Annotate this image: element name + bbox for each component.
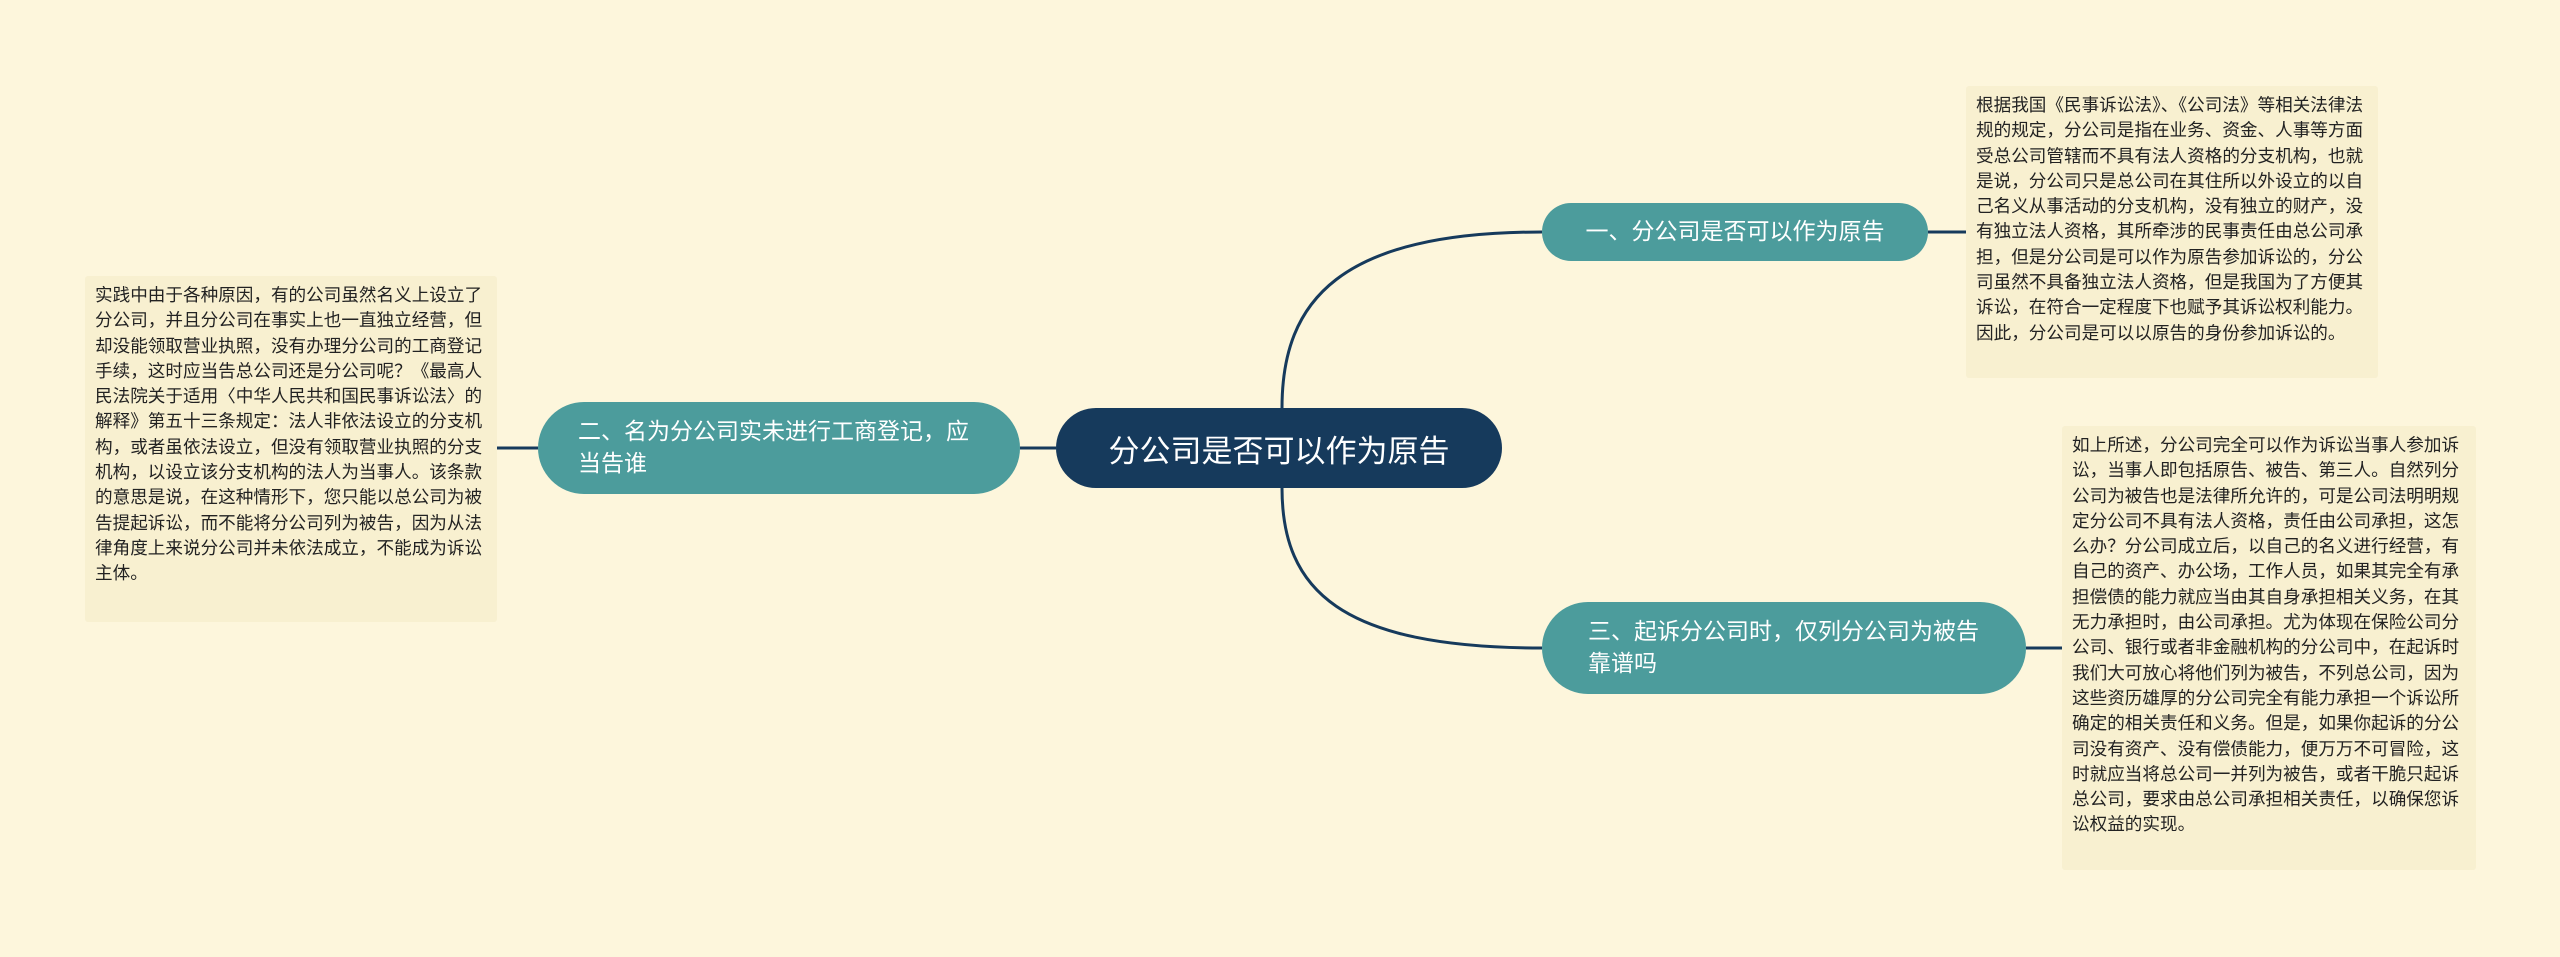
branch-topic-1-label: 一、分公司是否可以作为原告	[1585, 219, 1885, 245]
detail-note-3: 如上所述，分公司完全可以作为诉讼当事人参加诉讼，当事人即包括原告、被告、第三人。…	[2062, 426, 2476, 870]
root-topic[interactable]: 分公司是否可以作为原告	[1056, 408, 1502, 488]
branch-topic-2[interactable]: 二、名为分公司实未进行工商登记，应当告谁	[538, 402, 1020, 494]
root-topic-label: 分公司是否可以作为原告	[1108, 433, 1450, 470]
connector-root-to-branch-1	[1280, 230, 1543, 409]
branch-topic-1[interactable]: 一、分公司是否可以作为原告	[1542, 203, 1928, 261]
branch-topic-2-label: 二、名为分公司实未进行工商登记，应当告谁	[578, 419, 969, 477]
detail-note-1: 根据我国《民事诉讼法》、《公司法》等相关法律法规的规定，分公司是指在业务、资金、…	[1966, 86, 2378, 378]
branch-topic-3-label: 三、起诉分公司时，仅列分公司为被告靠谱吗	[1588, 619, 1979, 677]
connector-root-to-branch-3	[1280, 487, 1543, 650]
detail-note-2: 实践中由于各种原因，有的公司虽然名义上设立了分公司，并且分公司在事实上也一直独立…	[85, 276, 497, 622]
branch-topic-3[interactable]: 三、起诉分公司时，仅列分公司为被告靠谱吗	[1542, 602, 2026, 694]
